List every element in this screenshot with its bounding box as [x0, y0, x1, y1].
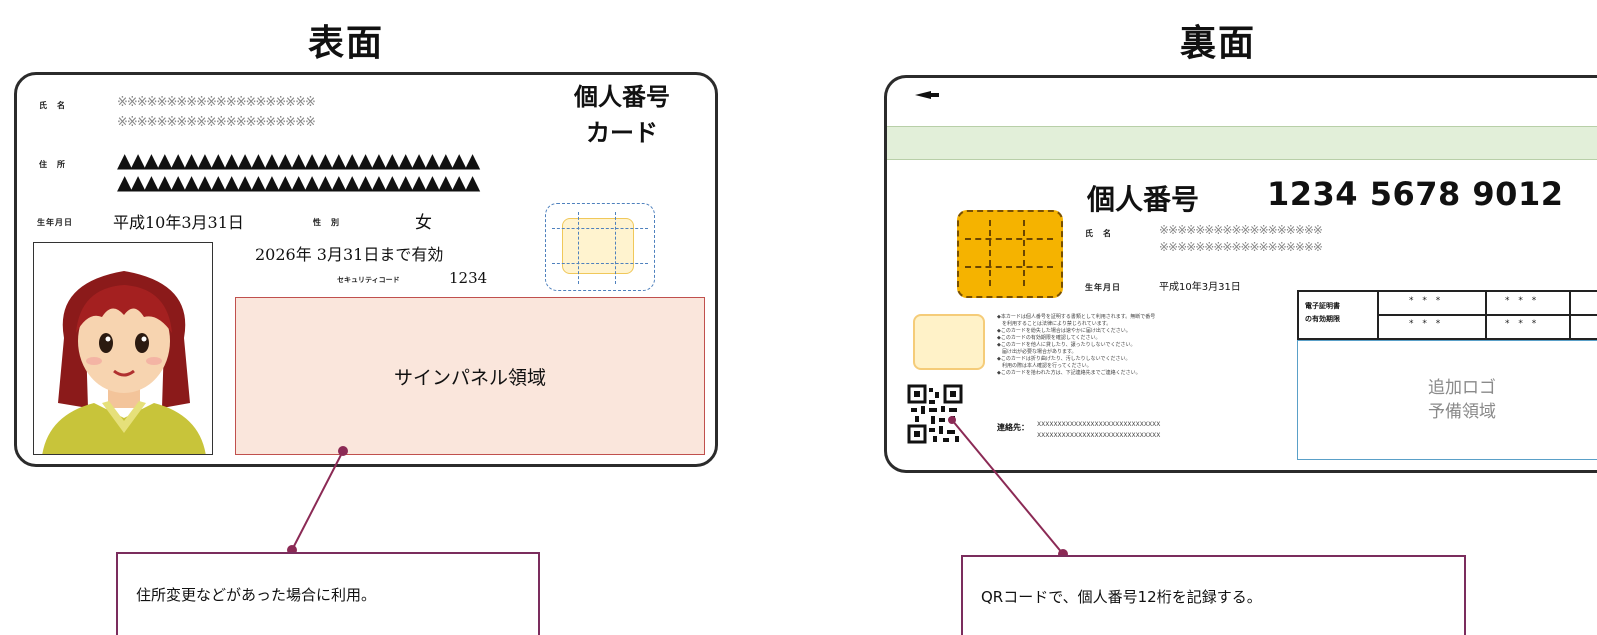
security-code-label: セキュリティコード [337, 276, 400, 284]
portrait-mouth [113, 369, 135, 377]
front-address-mask-line-2: ▲▲▲▲▲▲▲▲▲▲▲▲▲▲▲▲▲▲▲▲▲▲▲▲▲▲▲ [117, 170, 480, 194]
portrait-bangs [76, 285, 172, 333]
card-title-line-1: 個人番号 [574, 83, 670, 111]
fine-print-line: 利用の際は本人確認を行ってください。 [997, 363, 1092, 369]
back-name-label: 氏 名 [1085, 229, 1112, 238]
fine-print-line: 届け出が必要な場合があります。 [997, 349, 1077, 355]
cert-label-line-2: の有効期限 [1305, 315, 1340, 323]
face-photo [33, 242, 213, 455]
card-title: 個人番号 カード [557, 79, 687, 151]
contact-line-2: XXXXXXXXXXXXXXXXXXXXXXXXXXXXXX [1037, 432, 1161, 439]
orientation-arrow-tail [929, 93, 939, 97]
back-card: 個人番号 1234 5678 9012 氏 名 ※※※※※※※※※※※※※※※※… [884, 75, 1597, 473]
front-name-mask-line-2: ※※※※※※※※※※※※※※※※※※※※ [117, 115, 316, 130]
individual-number-label: 個人番号 [1087, 183, 1200, 216]
extra-logo-reserve-area: 追加ロゴ 予備領域 [1297, 340, 1597, 460]
cert-label-line-1: 電子証明書 [1305, 302, 1340, 310]
portrait-illustration [42, 271, 206, 454]
orientation-arrow-icon [915, 91, 931, 99]
individual-number-value: 1234 5678 9012 [1267, 175, 1564, 213]
cert-dots: * * * [1409, 296, 1444, 306]
front-heading: 表面 [308, 23, 385, 64]
back-birth-value: 平成10年3月31日 [1159, 282, 1241, 293]
front-name-label: 氏 名 [39, 101, 66, 110]
front-callout-box: 住所変更などがあった場合に利用。 [116, 552, 540, 635]
fine-print-line: を利用することは法律により禁じられています。 [997, 321, 1112, 327]
logo-reserve-line-1: 追加ロゴ [1428, 378, 1496, 398]
fine-print-line: ◆本カードは個人番号を証明する書類として利用されます。無断で番号 [997, 314, 1156, 320]
portrait-collar [102, 401, 146, 433]
back-name-mask-line-2: ※※※※※※※※※※※※※※※※※※ [1159, 240, 1323, 254]
back-callout-box: QRコードで、個人番号12桁を記録する。 [961, 555, 1466, 635]
sign-panel-area: サインパネル領域 [235, 297, 705, 455]
qr-code [907, 384, 963, 444]
ic-chip-lines-vertical [989, 220, 1025, 286]
ic-chip-dashes [552, 228, 648, 264]
back-callout-line [951, 419, 1064, 555]
back-name-mask-line-1: ※※※※※※※※※※※※※※※※※※ [1159, 223, 1323, 237]
contact-label: 連絡先： [997, 423, 1029, 432]
front-sex-label: 性 別 [313, 218, 340, 227]
front-birth-value: 平成10年3月31日 [113, 213, 244, 232]
fine-print-line: ◆このカードを他人に貸したり、譲ったりしないでください。 [997, 342, 1136, 348]
front-address-mask-line-1: ▲▲▲▲▲▲▲▲▲▲▲▲▲▲▲▲▲▲▲▲▲▲▲▲▲▲▲ [117, 148, 480, 172]
contact-line-1: XXXXXXXXXXXXXXXXXXXXXXXXXXXXXX [1037, 421, 1161, 428]
back-heading: 裏面 [1180, 23, 1257, 64]
pale-yellow-mark [913, 314, 985, 370]
fine-print-line: ◆このカードの有効期限を確認してください。 [997, 335, 1101, 341]
sign-panel-label: サインパネル領域 [393, 366, 546, 389]
back-birth-label: 生年月日 [1085, 283, 1121, 292]
fine-print-line: ◆このカードを紛失した場合は速やかに届け出てください。 [997, 328, 1131, 334]
card-title-line-2: カード [586, 119, 658, 147]
cert-table-divider-h [1377, 314, 1597, 316]
cert-dots: * * * [1409, 319, 1444, 329]
ic-chip-inner [562, 218, 634, 274]
green-stripe [887, 126, 1597, 160]
front-name-mask-line-1: ※※※※※※※※※※※※※※※※※※※※ [117, 95, 316, 110]
fine-print-block: ◆本カードは個人番号を証明する書類として利用されます。無断で番号 を利用すること… [997, 314, 1287, 377]
front-callout-line [291, 450, 344, 551]
front-address-label: 住 所 [39, 160, 66, 169]
ic-chip-dashes-vertical [578, 212, 616, 284]
fine-print-line: ◆このカードは折り曲げたり、汚したりしないでください。 [997, 356, 1131, 362]
front-callout-dot-top [338, 446, 348, 456]
fine-print-line: ◆このカードを拾われた方は、下記連絡先までご連絡ください。 [997, 370, 1141, 376]
ic-chip [957, 210, 1063, 298]
front-callout-text: 住所変更などがあった場合に利用。 [136, 586, 377, 604]
cert-expiry-table: 電子証明書 の有効期限 * * * * * * * * * * * * [1297, 290, 1597, 340]
back-callout-dot-top [948, 416, 956, 424]
front-card: 氏 名 ※※※※※※※※※※※※※※※※※※※※ ※※※※※※※※※※※※※※※… [14, 72, 718, 467]
back-callout-text: QRコードで、個人番号12桁を記録する。 [981, 587, 1262, 606]
ic-chip-outline [545, 203, 655, 291]
cert-dots: * * * [1505, 296, 1540, 306]
front-birth-label: 生年月日 [37, 218, 73, 227]
cert-dots: * * * [1505, 319, 1540, 329]
security-code-value: 1234 [449, 269, 488, 287]
logo-reserve-line-2: 予備領域 [1428, 402, 1496, 422]
ic-chip-lines-horizontal [965, 238, 1053, 268]
expiry-date: 2026年 3月31日まで有効 [255, 245, 444, 264]
front-sex-value: 女 [415, 213, 432, 233]
